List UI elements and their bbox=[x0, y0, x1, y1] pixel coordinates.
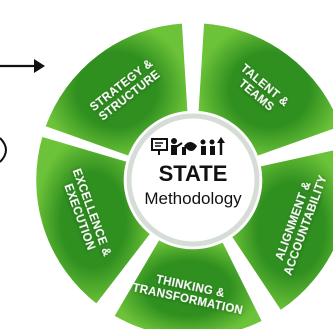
segment-strategy bbox=[42, 20, 191, 159]
handshake-icon bbox=[182, 142, 197, 155]
segment-thinking bbox=[111, 236, 265, 329]
center-subtitle: Methodology bbox=[144, 189, 242, 208]
partial-loop-arc bbox=[0, 137, 7, 163]
presentation-board-icon bbox=[151, 138, 168, 155]
incoming-arrow-icon bbox=[0, 59, 45, 73]
center-hub: STATE Methodology bbox=[126, 113, 260, 247]
segment-alignment bbox=[228, 147, 333, 314]
growth-people-icon bbox=[200, 137, 225, 155]
segment-talent bbox=[195, 20, 333, 159]
presenter-icon bbox=[171, 138, 183, 155]
segment-excellence bbox=[33, 133, 154, 307]
center-title: STATE bbox=[159, 161, 228, 186]
